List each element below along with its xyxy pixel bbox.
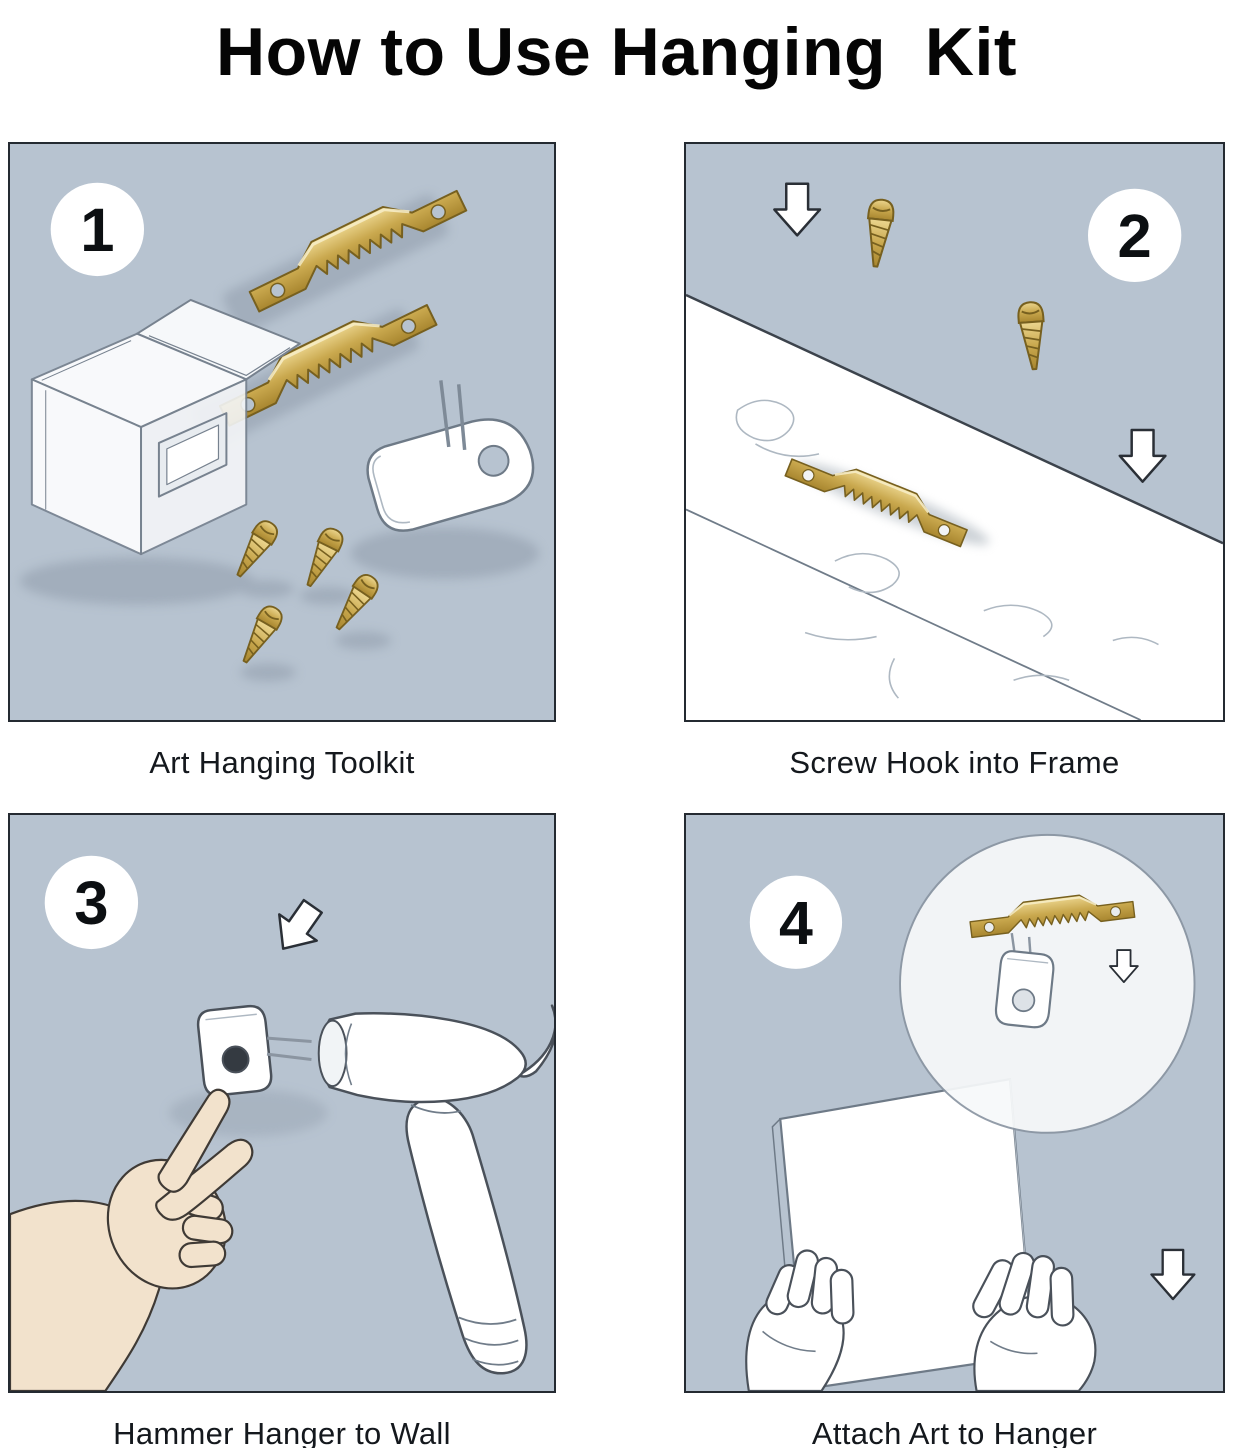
screw-into-frame-illustration: 2 — [686, 182, 1223, 720]
step-4-panel: 4 — [684, 813, 1225, 1393]
hanger-pin — [266, 1052, 312, 1061]
page-title: How to Use Hanging Kit — [215, 14, 1018, 90]
down-arrow-icon — [1108, 949, 1139, 984]
right-hand-icon — [972, 1251, 1097, 1391]
step-4-number: 4 — [779, 888, 813, 956]
sawtooth-hanger-icon — [240, 173, 468, 313]
thumb — [155, 1138, 254, 1221]
screw-icon — [862, 197, 896, 269]
toolkit-illustration: 1 — [19, 173, 540, 682]
step-3-panel: 3 — [8, 813, 556, 1393]
step-4-caption: Attach Art to Hanger — [811, 1416, 1098, 1448]
sawtooth-hanger-icon — [784, 458, 968, 548]
step-1-badge: 1 — [50, 182, 145, 277]
step-2: 2 Screw Hook into Frame — [684, 142, 1225, 781]
index-finger — [157, 1088, 231, 1193]
wall-hook-icon — [994, 932, 1055, 1029]
screw-icon — [297, 524, 348, 592]
step-2-badge: 2 — [1088, 188, 1182, 283]
step-4: 4 Attach Art to Hanger — [684, 813, 1225, 1448]
wood-grain — [735, 399, 1159, 699]
wall-hanger-icon — [196, 1004, 312, 1097]
step-2-number: 2 — [1118, 202, 1152, 271]
curled-finger — [178, 1240, 227, 1269]
down-arrow-icon — [1118, 428, 1167, 483]
step-2-panel: 2 — [684, 142, 1225, 722]
steps-grid: 1 Art Hanging Toolkit — [0, 142, 1233, 1448]
hammer-claw — [517, 1004, 554, 1078]
hammer-icon — [317, 1004, 554, 1375]
step-4-badge: 4 — [749, 875, 843, 969]
hammer-handle — [405, 1096, 528, 1375]
step-1-number: 1 — [80, 196, 114, 265]
step-3-number: 3 — [74, 869, 108, 938]
sawtooth-hanger-icon — [969, 894, 1136, 939]
screw-icon — [234, 601, 287, 669]
finger — [998, 1251, 1036, 1316]
hand-icon — [10, 1088, 254, 1391]
step-2-caption: Screw Hook into Frame — [789, 745, 1120, 780]
down-arrow-icon — [773, 182, 822, 237]
step-3: 3 Hammer Hanger to Wall — [8, 813, 556, 1448]
step-1-caption: Art Hanging Toolkit — [149, 745, 415, 780]
step-3-caption: Hammer Hanger to Wall — [113, 1416, 451, 1448]
hammer-to-wall-illustration: 3 — [10, 855, 554, 1391]
storage-box-icon — [30, 298, 301, 556]
left-hand-icon — [745, 1249, 855, 1391]
step-1: 1 Art Hanging Toolkit — [8, 142, 556, 781]
finger — [1049, 1266, 1075, 1327]
picture-frame-board — [686, 293, 1223, 720]
down-left-arrow-icon — [278, 898, 323, 950]
hook-pin — [439, 380, 451, 448]
down-arrow-icon — [1150, 1248, 1196, 1301]
magnifier-circle — [899, 833, 1196, 1134]
hook-pin — [456, 384, 467, 451]
attach-art-illustration: 4 — [745, 833, 1196, 1391]
finger — [829, 1268, 855, 1325]
step-1-panel: 1 — [8, 142, 556, 722]
screw-icon — [1016, 300, 1048, 371]
wall-hook-icon — [366, 380, 535, 532]
hanger-pin — [267, 1036, 312, 1043]
step-3-badge: 3 — [44, 855, 139, 950]
